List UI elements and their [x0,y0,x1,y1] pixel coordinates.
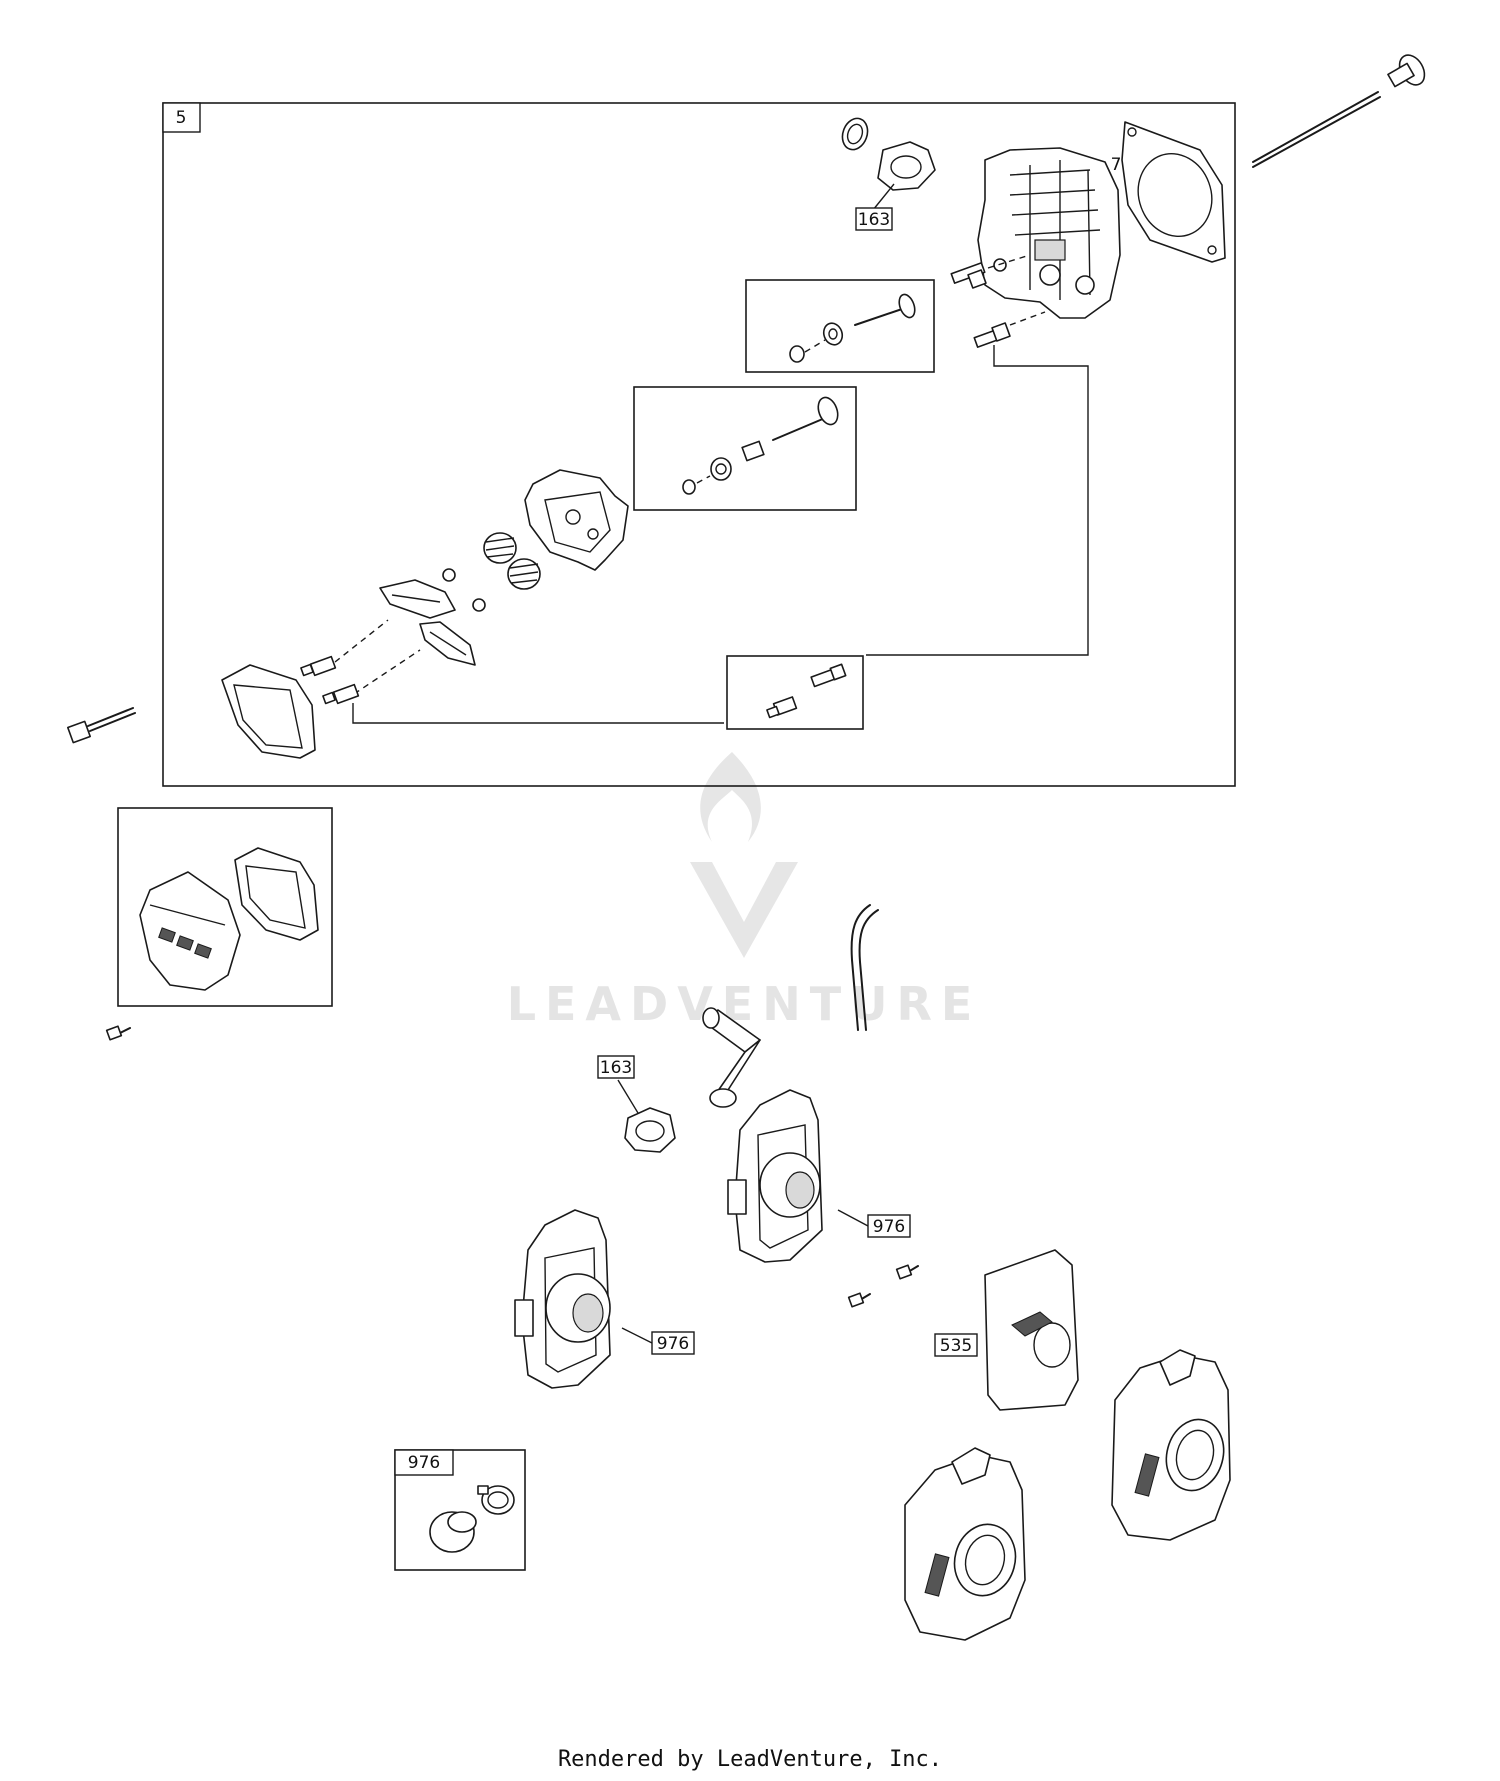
head-gasket: 7 [1111,121,1226,263]
gasket-163-mid-box [597,1055,635,1079]
air-filter-base-976-lower-label: 976 [657,1334,689,1354]
exhaust-valve-kit [633,386,857,511]
rocker-cover-gasket [221,664,316,759]
breather-tube [850,904,879,1031]
valve-springs [442,532,541,612]
kit-5-box [162,102,1236,787]
air-filter-cover-right [1111,1349,1231,1541]
air-filter-base-lower: 976 [514,1209,695,1389]
gasket-7-label: 7 [1111,155,1122,175]
small-screw-left [105,1025,131,1041]
kit-976-label-box [394,1449,454,1476]
kit-976-label: 976 [408,1453,440,1473]
rocker-arms [334,579,476,701]
watermark-brand-text: LEADVENTURE [507,977,982,1031]
gasket-163-top-label: 163 [858,210,890,230]
kit-5-label: 5 [176,108,187,128]
intake-gasket-top: 163 [841,117,936,231]
filter-535-label: 535 [940,1336,972,1356]
kit-5-label-box [162,102,201,133]
watermark-v-icon [690,862,798,958]
gasket-163-mid-label: 163 [600,1058,632,1078]
footer-rendered-by: Rendered by LeadVenture, Inc. [558,1747,942,1772]
filter-535-box [934,1333,978,1357]
intake-gasket-mid: 163 [597,1055,676,1153]
valve-guides [950,254,1046,348]
leader-lines [352,345,1089,724]
rocker-cover-bolt [67,707,136,744]
intake-elbow [702,1007,761,1108]
rocker-studs [300,655,360,705]
air-filter-base-976-upper-box [867,1214,911,1238]
air-filter-base-976-upper-label: 976 [873,1217,905,1237]
rocker-cover-kit [117,807,333,1007]
air-filter-base-upper: 976 [727,1089,911,1263]
rocker-stud-kit [726,655,864,730]
cylinder-head-kit-group: 5 [162,102,1236,787]
small-screws-center [847,1264,919,1308]
watermark-flame-icon [700,752,761,842]
air-filter-cover-left [904,1447,1026,1641]
leadventure-watermark: LEADVENTURE [507,752,982,1031]
air-filter-base-976-lower-box [651,1331,695,1355]
intake-valve-kit [745,279,935,373]
cylinder-head [977,147,1121,319]
air-filter-kit-976: 976 [394,1449,526,1571]
gasket-163-top-box [855,207,893,231]
long-head-bolt [1252,54,1426,168]
foam-filter: 535 [934,1249,1079,1411]
valve-cover-plate [524,469,629,571]
